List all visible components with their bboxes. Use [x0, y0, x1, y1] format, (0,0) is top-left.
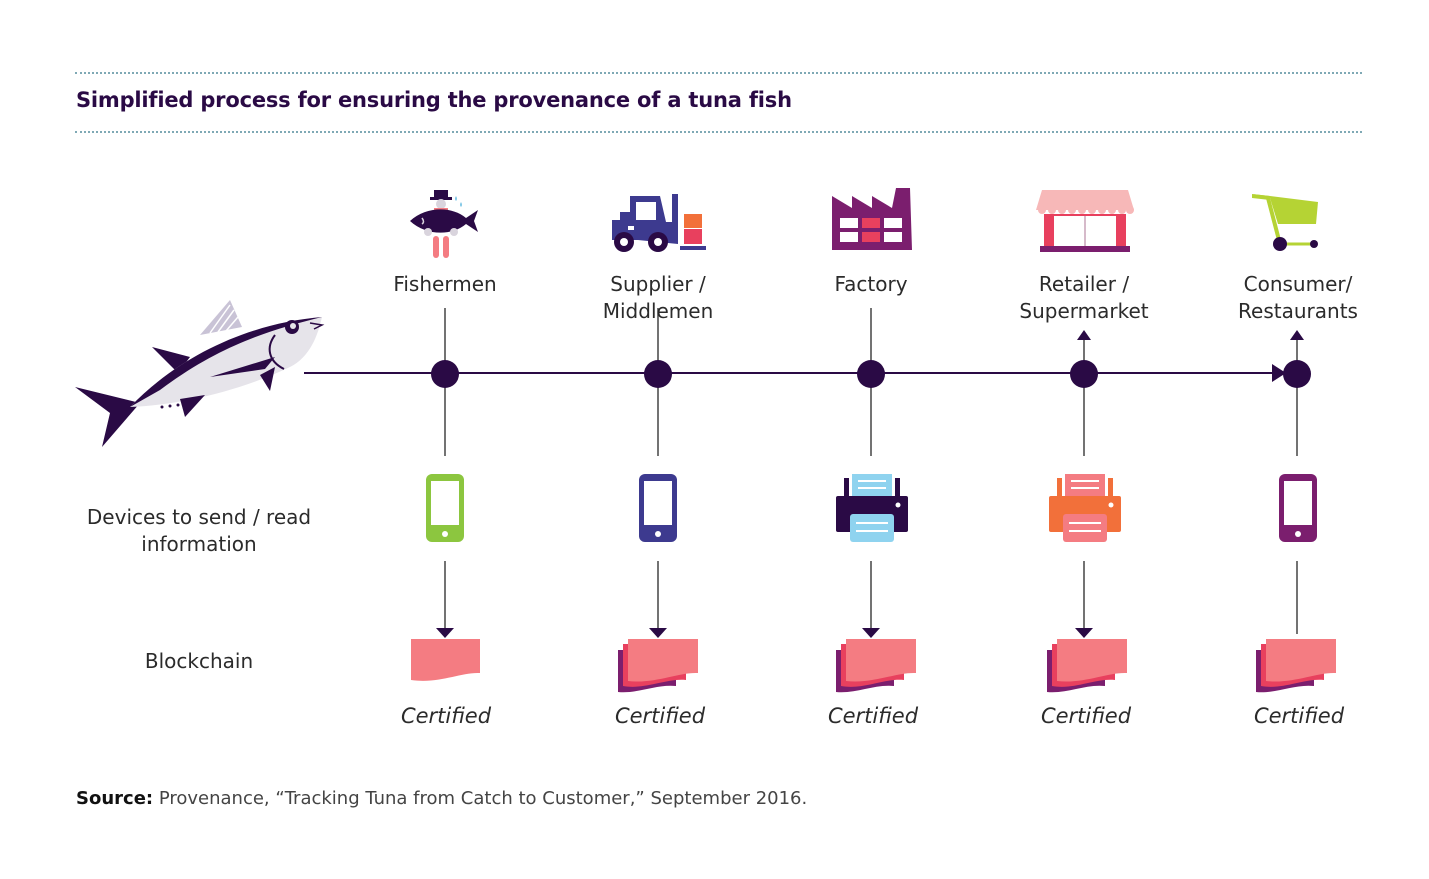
down-arrow-icon — [649, 628, 667, 638]
shopping-cart-icon — [1252, 194, 1318, 251]
timeline-arrowhead — [1272, 364, 1286, 382]
stage-node — [1283, 360, 1311, 388]
stage-label-fishermen: Fishermen — [393, 271, 496, 298]
blockchain-block-stack-icon — [618, 639, 698, 693]
row-label-line1: Devices to send / read — [86, 505, 312, 529]
stage-node — [431, 360, 459, 388]
stage-label-line1: Retailer / — [1038, 272, 1130, 296]
stage-label-line1: Consumer/ — [1243, 272, 1353, 296]
forklift-icon — [612, 194, 706, 252]
stage-label-consumer: Consumer/ Restaurants — [1238, 271, 1358, 325]
printer-icon — [1049, 474, 1121, 542]
certified-label: Certified — [614, 704, 706, 728]
source-label: Source: — [76, 788, 154, 809]
row-label-line2: information — [141, 532, 257, 556]
certified-label: Certified — [1253, 704, 1345, 728]
stage-label-line1: Supplier / — [610, 272, 706, 296]
blockchain-block-icon — [411, 639, 480, 681]
top-divider — [75, 72, 1362, 74]
stage-label-line2: Middlemen — [602, 299, 714, 323]
stage-label-factory: Factory — [834, 271, 907, 298]
stage-label-line1: Factory — [834, 272, 908, 296]
up-arrow-icon — [1290, 330, 1304, 340]
store-icon — [1036, 190, 1134, 252]
source-text: Provenance, “Tracking Tuna from Catch to… — [153, 788, 808, 809]
printer-icon — [836, 474, 908, 542]
blockchain-block-stack-icon — [836, 639, 916, 693]
title-divider — [75, 131, 1362, 133]
row-label-blockchain: Blockchain — [144, 649, 254, 673]
certified-label: Certified — [1040, 704, 1132, 728]
fisherman-icon — [410, 190, 478, 258]
stage-label-supplier: Supplier / Middlemen — [603, 271, 714, 325]
tuna-fish-icon — [75, 300, 325, 447]
row-label-devices: Devices to send / read information — [87, 504, 311, 558]
page-title: Simplified process for ensuring the prov… — [76, 88, 792, 112]
stage-label-line1: Fishermen — [393, 272, 497, 296]
smartphone-icon — [426, 474, 464, 542]
down-arrow-icon — [1075, 628, 1093, 638]
smartphone-icon — [1279, 474, 1317, 542]
stage-node — [1070, 360, 1098, 388]
certified-label: Certified — [827, 704, 919, 728]
stage-label-line2: Restaurants — [1238, 299, 1358, 323]
smartphone-icon — [639, 474, 677, 542]
down-arrow-icon — [862, 628, 880, 638]
up-arrow-icon — [1077, 330, 1091, 340]
stage-node — [644, 360, 672, 388]
blockchain-block-stack-icon — [1047, 639, 1127, 693]
stage-label-retailer: Retailer / Supermarket — [1019, 271, 1148, 325]
blockchain-block-stack-icon — [1256, 639, 1336, 693]
source-note: Source: Provenance, “Tracking Tuna from … — [76, 788, 807, 809]
down-arrow-icon — [436, 628, 454, 638]
stage-node — [857, 360, 885, 388]
certified-label: Certified — [400, 704, 492, 728]
factory-icon — [832, 188, 912, 250]
stage-label-line2: Supermarket — [1019, 299, 1149, 323]
